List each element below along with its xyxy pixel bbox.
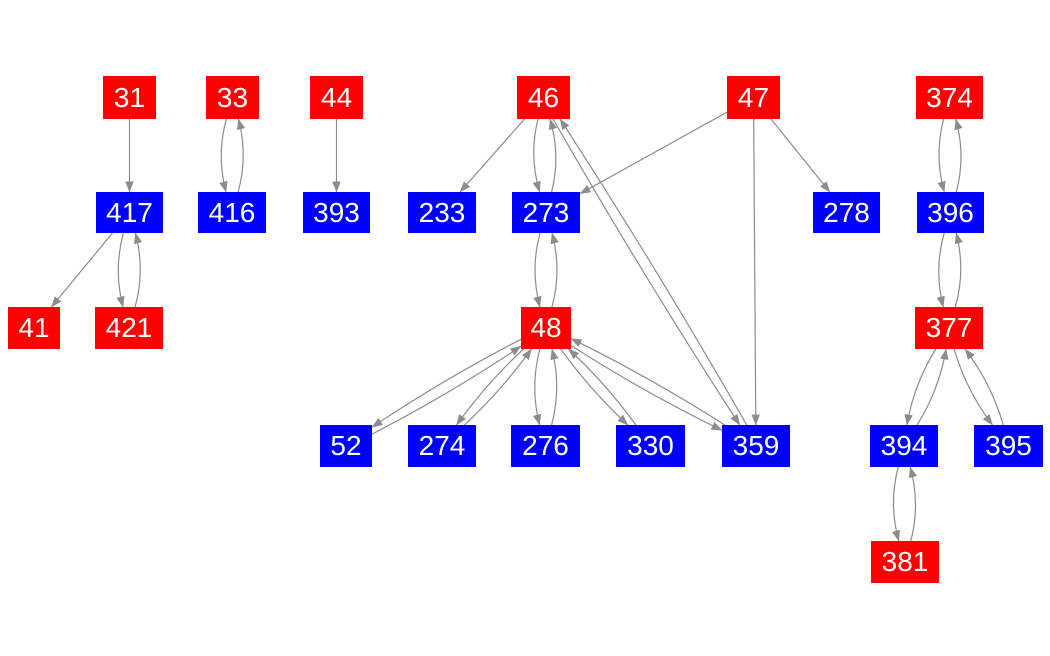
edge-47-359 bbox=[751, 118, 760, 426]
edge-46-233 bbox=[459, 118, 525, 193]
edge-359-46 bbox=[559, 118, 748, 426]
edge-330-48 bbox=[568, 348, 637, 426]
edge-374-396 bbox=[937, 118, 946, 193]
node-359[interactable]: 359 bbox=[722, 425, 790, 467]
edge-421-417 bbox=[134, 232, 143, 308]
edge-48-273 bbox=[550, 232, 559, 308]
edge-276-48 bbox=[550, 348, 559, 426]
edge-52-48 bbox=[371, 345, 522, 435]
node-278[interactable]: 278 bbox=[813, 192, 880, 233]
node-31[interactable]: 31 bbox=[103, 76, 156, 119]
edge-377-396 bbox=[954, 232, 963, 308]
node-52[interactable]: 52 bbox=[320, 425, 372, 467]
node-274[interactable]: 274 bbox=[408, 425, 476, 467]
node-47[interactable]: 47 bbox=[727, 76, 780, 119]
edge-46-359 bbox=[552, 118, 741, 426]
edge-417-41 bbox=[50, 232, 113, 308]
node-233[interactable]: 233 bbox=[408, 192, 476, 233]
edge-377-394 bbox=[904, 348, 937, 426]
node-48[interactable]: 48 bbox=[521, 307, 571, 349]
edge-48-359 bbox=[570, 344, 723, 431]
edge-48-330 bbox=[560, 348, 629, 426]
edge-377-395 bbox=[953, 348, 993, 426]
node-381[interactable]: 381 bbox=[871, 541, 939, 583]
edge-47-278 bbox=[770, 118, 831, 193]
node-33[interactable]: 33 bbox=[206, 76, 259, 119]
node-41[interactable]: 41 bbox=[8, 307, 60, 349]
node-377[interactable]: 377 bbox=[915, 307, 983, 349]
node-276[interactable]: 276 bbox=[511, 425, 580, 467]
edge-417-421 bbox=[116, 232, 125, 308]
edge-359-48 bbox=[570, 338, 726, 426]
node-46[interactable]: 46 bbox=[517, 76, 570, 119]
edge-273-48 bbox=[533, 232, 542, 308]
node-273[interactable]: 273 bbox=[512, 192, 580, 233]
edge-48-52 bbox=[371, 338, 522, 428]
node-417[interactable]: 417 bbox=[96, 192, 163, 233]
edge-274-48 bbox=[464, 348, 532, 426]
edge-394-377 bbox=[916, 348, 949, 426]
node-394[interactable]: 394 bbox=[870, 425, 938, 467]
edge-416-33 bbox=[237, 118, 246, 193]
node-44[interactable]: 44 bbox=[310, 76, 363, 119]
node-395[interactable]: 395 bbox=[974, 425, 1043, 467]
node-421[interactable]: 421 bbox=[95, 307, 163, 349]
node-396[interactable]: 396 bbox=[917, 192, 984, 233]
node-330[interactable]: 330 bbox=[616, 425, 685, 467]
edge-46-273 bbox=[532, 118, 541, 193]
edge-394-381 bbox=[891, 466, 901, 542]
edge-381-394 bbox=[908, 466, 918, 542]
edge-273-46 bbox=[548, 118, 558, 193]
node-393[interactable]: 393 bbox=[303, 192, 370, 233]
edge-33-416 bbox=[219, 118, 228, 193]
edge-395-377 bbox=[964, 348, 1004, 426]
node-374[interactable]: 374 bbox=[916, 76, 983, 119]
edge-47-273 bbox=[579, 111, 728, 195]
edge-396-377 bbox=[936, 232, 945, 308]
node-416[interactable]: 416 bbox=[198, 192, 266, 233]
edge-396-374 bbox=[954, 118, 963, 193]
edge-48-276 bbox=[532, 348, 542, 426]
edge-48-274 bbox=[456, 348, 524, 426]
